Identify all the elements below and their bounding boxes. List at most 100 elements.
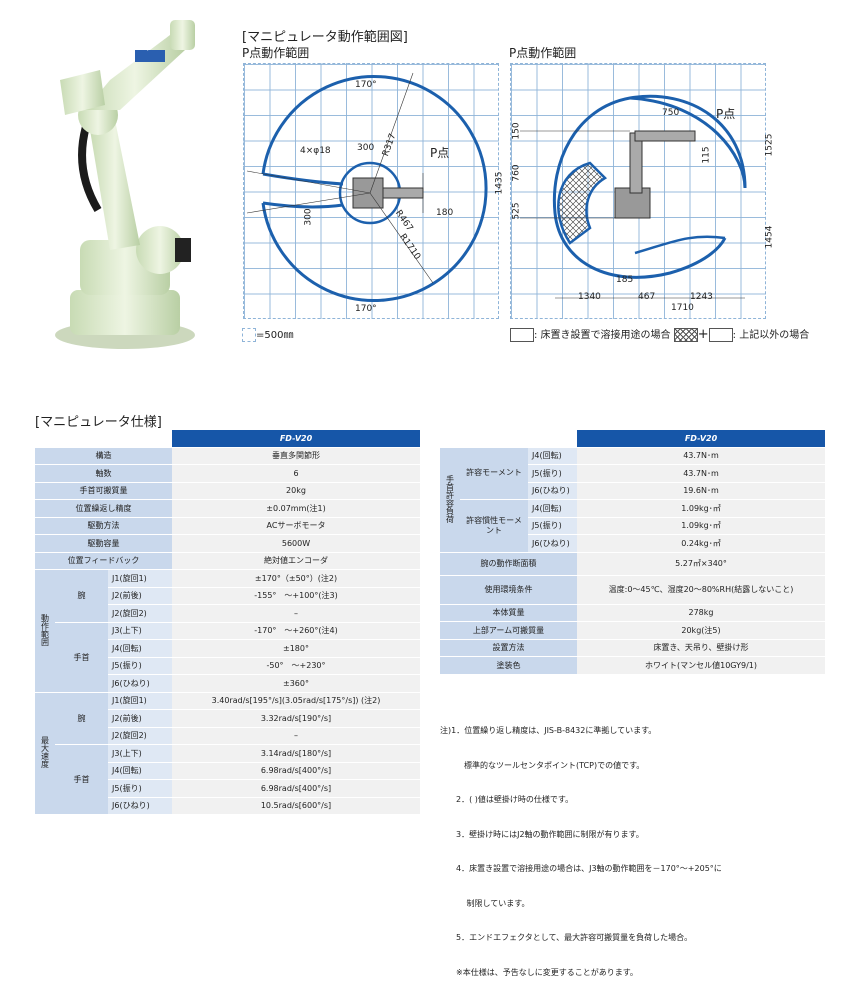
axis-value: ±180° [172, 639, 420, 658]
axis-label: J5(振り) [528, 517, 577, 535]
spec-label: 軸数 [35, 464, 172, 483]
legend-plus: + [697, 327, 709, 342]
left-bottom-angle: 170° [355, 304, 377, 314]
axis-label: J6(ひねり) [528, 534, 577, 553]
left-diagram-label: P点動作範囲 [242, 46, 310, 60]
right-dim-525: 525 [511, 202, 522, 220]
grid-legend: =500㎜ [242, 326, 293, 342]
grid-legend-text: =500㎜ [256, 330, 294, 341]
spec-value: 20kg [172, 482, 420, 500]
axis-value: ±360° [172, 674, 420, 693]
axis-value: 6.98rad/s[400°/s] [172, 779, 420, 798]
spec-value: ホワイト(マンセル値10GY9/1) [577, 656, 825, 675]
axis-value: – [172, 727, 420, 745]
left-range-diagram [246, 72, 488, 302]
axis-label: J5(振り) [528, 464, 577, 483]
axis-value: 6.98rad/s[400°/s] [172, 762, 420, 780]
axis-value: 0.24kg･㎡ [577, 534, 825, 553]
spec-value: 絶対値エンコーダ [172, 552, 420, 570]
spec-value: 温度:0～45℃、湿度20～80%RH(結露しないこと) [577, 575, 825, 605]
spec-title: [マニピュレータ仕様] [35, 415, 162, 430]
axis-value: ±170°（±50°）(注2) [172, 569, 420, 588]
axis-value: 1.09kg･㎡ [577, 499, 825, 518]
spec-label: 使用環境条件 [440, 575, 577, 605]
spec-value: 5.27㎡×340° [577, 552, 825, 576]
footnotes: 注)1．位置繰り返し精度は、JIS-B-8432に準拠しています。 標準的なツー… [440, 702, 722, 990]
wrist-load-group: 手首許容負荷 [440, 447, 460, 553]
axis-label: J6(ひねり) [108, 797, 172, 815]
spec-label: 位置繰返し精度 [35, 499, 172, 518]
axis-label: J3(上下) [108, 744, 172, 763]
axis-value: 3.32rad/s[190°/s] [172, 709, 420, 728]
axis-label: J4(回転) [108, 639, 172, 658]
axis-label: J1(旋回1) [108, 569, 172, 588]
axis-value: 19.6N･m [577, 482, 825, 500]
right-dim-750: 750 [662, 108, 680, 118]
spec-label: 腕の動作断面積 [440, 552, 577, 576]
speed-wrist-label: 手首 [55, 744, 108, 815]
spec-value: 垂直多関節形 [172, 447, 420, 465]
right-dim-467: 467 [638, 292, 656, 302]
legend-box-plain-2 [708, 328, 733, 342]
footnote-line: 制限しています。 [440, 898, 530, 908]
axis-value: -155° ～+100°(注3) [172, 587, 420, 605]
spec-value: 278kg [577, 604, 825, 622]
diagram-title: [マニピュレータ動作範囲図] [242, 30, 408, 45]
left-p-point: P点 [430, 146, 450, 160]
axis-label: J6(ひねり) [108, 674, 172, 693]
axis-label: J5(振り) [108, 779, 172, 798]
spec-label: 本体質量 [440, 604, 577, 622]
axis-label: J4(回転) [528, 499, 577, 518]
right-dim-760: 760 [511, 164, 522, 182]
robot-image: FD-V20 [40, 10, 210, 355]
right-dim-1435: 1435 [494, 171, 505, 195]
axis-label: J4(回転) [528, 447, 577, 465]
right-range-diagram [520, 94, 747, 299]
moment-label: 許容モーメント [460, 447, 528, 500]
inertia-label: 許容慣性モーメント [460, 499, 528, 553]
right-diagram-label: P点動作範囲 [509, 46, 577, 60]
left-table-model: FD-V20 [172, 430, 420, 448]
right-dim-115: 115 [701, 146, 712, 164]
spec-label: 駆動容量 [35, 534, 172, 553]
left-dim-180: 180 [436, 208, 454, 218]
right-dim-1243: 1243 [690, 292, 713, 302]
right-dim-1710: 1710 [671, 303, 694, 313]
spec-value: 6 [172, 464, 420, 483]
footnote-line: 4．床置き設置で溶接用途の場合は、J3軸の動作範囲を－170°～+205°に [440, 864, 722, 873]
legend-box-hatch [673, 328, 698, 342]
axis-label: J5(振り) [108, 657, 172, 675]
axis-value: 3.14rad/s[180°/s] [172, 744, 420, 763]
legend-a-text: : 床置き設置で溶接用途の場合 [534, 330, 671, 341]
axis-value: -50° ～+230° [172, 657, 420, 675]
speed-group-label: 最大速度 [35, 692, 55, 815]
right-dim-1340: 1340 [578, 292, 601, 302]
right-dim-185: 185 [616, 275, 634, 285]
spec-label: 塗装色 [440, 656, 577, 675]
axis-value: – [172, 604, 420, 623]
axis-value: -170° ～+260°(注4) [172, 622, 420, 640]
right-spec-table: FD-V20 手首許容負荷 許容モーメント J4(回転) 43.7N･m J5(… [440, 430, 825, 675]
grid-legend-swatch [242, 328, 256, 342]
right-dim-150: 150 [511, 122, 522, 140]
legend-b-text: : 上記以外の場合 [732, 330, 810, 341]
spec-label: 駆動方法 [35, 517, 172, 535]
left-holes-dim: 4×φ18 [300, 146, 331, 156]
axis-label: J4(回転) [108, 762, 172, 780]
right-dim-1525: 1525 [764, 133, 775, 157]
right-dim-1454: 1454 [764, 225, 775, 249]
axis-label: J3(上下) [108, 622, 172, 640]
axis-label: J2(前後) [108, 709, 172, 728]
speed-arm-label: 腕 [55, 692, 108, 745]
footnote-line: 注)1．位置繰り返し精度は、JIS-B-8432に準拠しています。 [440, 726, 657, 735]
axis-value: 3.40rad/s[195°/s](3.05rad/s[175°/s]) (注2… [172, 692, 420, 710]
spec-label: 設置方法 [440, 639, 577, 657]
left-top-angle: 170° [355, 80, 377, 90]
spec-value: 5600W [172, 534, 420, 553]
spec-value: 床置き、天吊り、壁掛け形 [577, 639, 825, 657]
spec-value: ACサーボモータ [172, 517, 420, 535]
range-arm-label: 腕 [55, 569, 108, 623]
footnote-line: 2．( )値は壁掛け時の仕様です。 [440, 795, 574, 804]
left-dim-300a: 300 [357, 143, 375, 153]
